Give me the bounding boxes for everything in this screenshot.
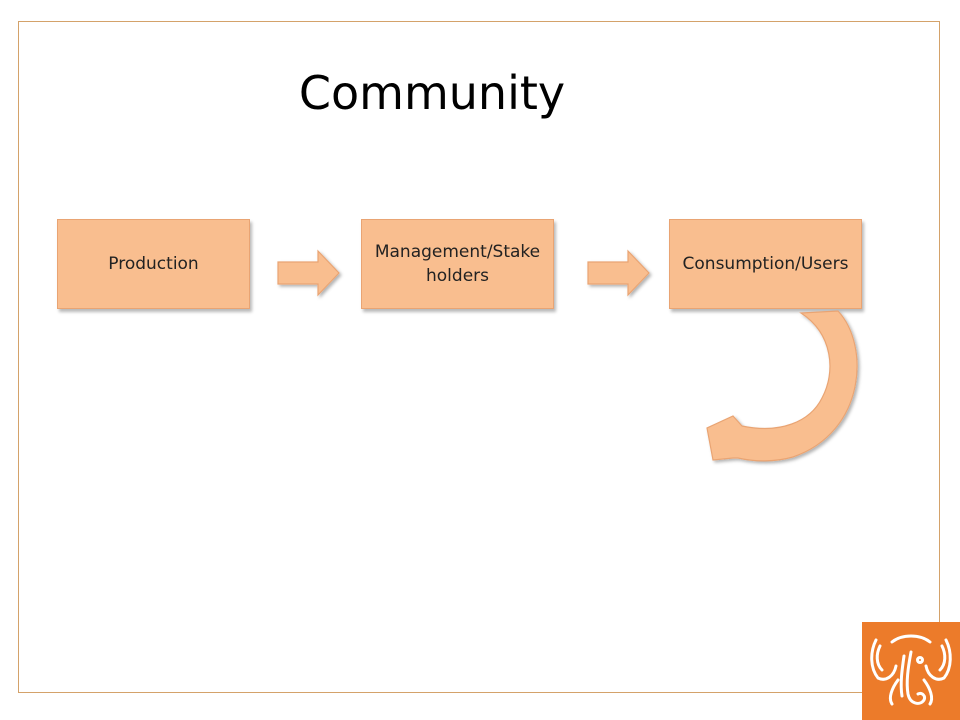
slide-frame	[18, 21, 940, 693]
production-box: Production	[57, 219, 250, 309]
management-stakeholders-label: Management/Stakeholders	[374, 242, 541, 286]
consumption-users-label: Consumption/Users	[682, 254, 849, 274]
slide-title: Community	[298, 66, 566, 120]
elephant-logo-icon	[870, 634, 952, 706]
management-stakeholders-box: Management/Stakeholders	[361, 219, 554, 309]
consumption-users-box: Consumption/Users	[669, 219, 862, 309]
curved-return-arrow-icon	[706, 310, 858, 462]
right-arrow-icon	[277, 249, 340, 297]
production-label: Production	[108, 254, 199, 274]
right-arrow-icon	[587, 249, 650, 297]
elephant-logo	[862, 622, 960, 720]
